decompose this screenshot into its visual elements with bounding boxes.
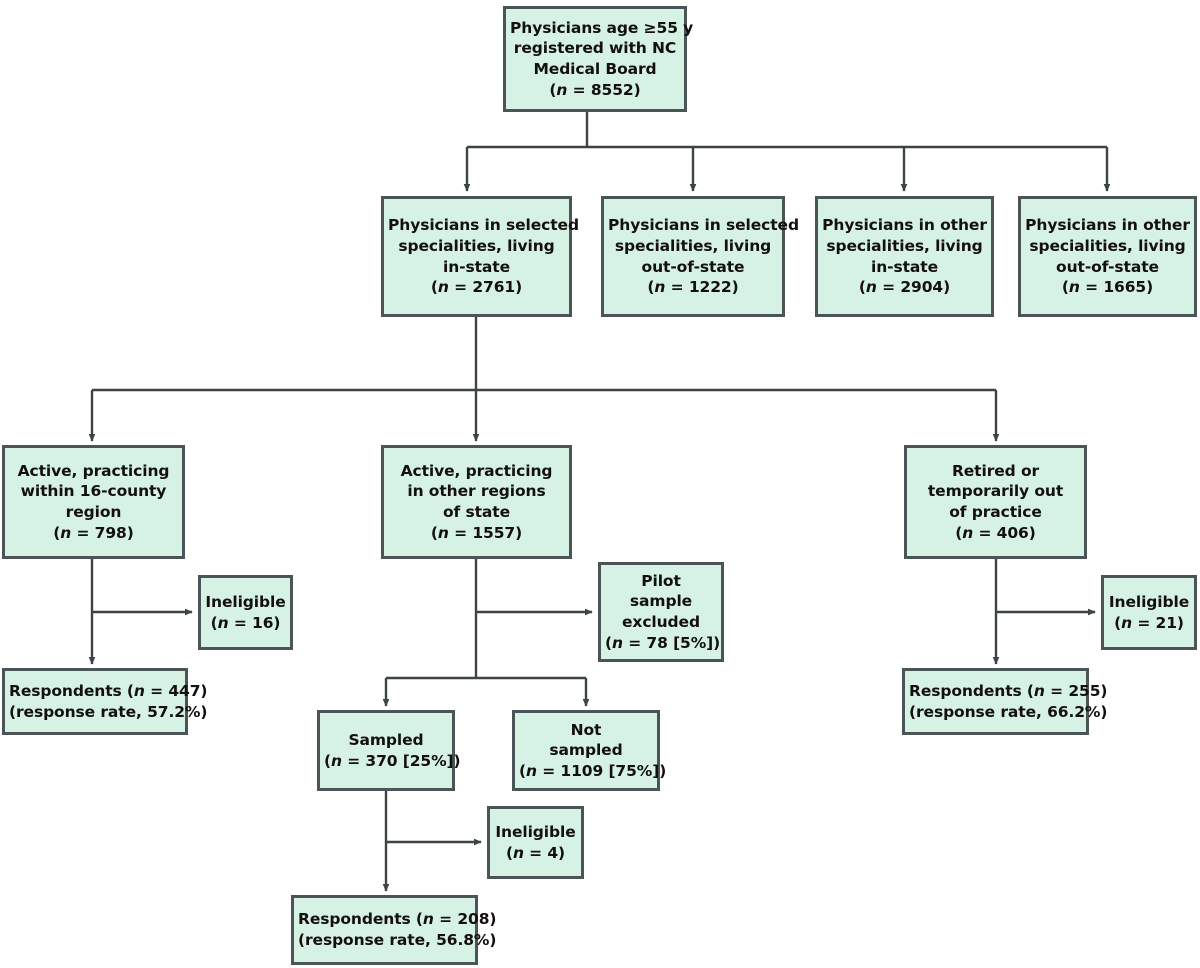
node-line: Ineligible [1108, 592, 1190, 611]
node-active-other-regions-of-state[interactable]: Active, practicing in other regions of s… [381, 445, 572, 559]
node-line: of state [442, 503, 510, 521]
node-line: registered with NC [513, 39, 677, 58]
node-physicians-registered[interactable]: Physicians age ≥55 y registered with NC … [503, 6, 694, 112]
node-line: Sampled [348, 730, 424, 749]
node-line: Pilot [641, 571, 681, 590]
node-selected-specialties-out-of-state[interactable]: Physicians in selected specialities, liv… [601, 196, 799, 317]
node-response-rate: (response rate, 57.2%) [9, 702, 208, 721]
node-line: specialities, living [1029, 236, 1186, 255]
node-line: Retired or [951, 461, 1040, 480]
node-line: temporarily out [927, 482, 1064, 501]
node-retired-or-temporarily-out-of-practice[interactable]: Retired or temporarily out of practice (… [904, 445, 1087, 559]
node-count: (n = 1665) [1061, 278, 1154, 297]
node-count: (n = 370 [25%]) [324, 751, 461, 770]
node-line: specialities, living [826, 236, 983, 255]
node-line: Ineligible [495, 822, 576, 841]
node-sampled[interactable]: Sampled (n = 370 [25%]) [317, 710, 461, 791]
node-ineligible-sampled[interactable]: Ineligible (n = 4) [487, 806, 584, 879]
node-count: (n = 2904) [858, 278, 951, 297]
node-count: (n = 1222) [647, 278, 739, 297]
node-line: Physicians in other [822, 216, 987, 235]
node-count: (n = 2761) [430, 278, 523, 297]
node-respondents-retired[interactable]: Respondents (n = 255) (response rate, 66… [902, 668, 1108, 735]
node-line: Physicians age ≥55 y [510, 18, 694, 37]
node-response-rate: (response rate, 66.2%) [909, 702, 1108, 721]
node-line: Physicians in other [1025, 216, 1190, 235]
node-line: in-state [871, 257, 938, 276]
node-line: Active, practicing [17, 461, 170, 480]
node-not-sampled[interactable]: Not sampled (n = 1109 [75%]) [512, 710, 667, 791]
node-line: Ineligible [205, 592, 286, 611]
node-other-specialties-in-state[interactable]: Physicians in other specialities, living… [815, 196, 994, 317]
node-count: (n = 1109 [75%]) [519, 761, 667, 780]
node-line: Not [570, 720, 602, 739]
node-respondents-sampled[interactable]: Respondents (n = 208) (response rate, 56… [291, 895, 497, 965]
node-active-within-16-county-region[interactable]: Active, practicing within 16-county regi… [2, 445, 185, 559]
node-ineligible-retired[interactable]: Ineligible (n = 21) [1101, 575, 1197, 650]
node-line: sampled [549, 741, 623, 760]
node-line: out-of-state [641, 257, 745, 276]
node-line: in-state [443, 257, 510, 276]
node-other-specialties-out-of-state[interactable]: Physicians in other specialities, living… [1018, 196, 1197, 317]
node-respondents-16-county[interactable]: Respondents (n = 447) (response rate, 57… [2, 668, 208, 735]
node-pilot-sample-excluded[interactable]: Pilot sample excluded (n = 78 [5%]) [598, 562, 724, 662]
node-count: (n = 1557) [430, 523, 523, 542]
node-line: sample [629, 592, 693, 611]
node-count: Respondents (n = 447) [9, 681, 208, 700]
node-line: Physicians in selected [608, 216, 799, 235]
node-line: out-of-state [1056, 257, 1159, 276]
node-count: (n = 798) [53, 523, 134, 542]
node-line: Active, practicing [400, 461, 553, 480]
node-line: Medical Board [533, 60, 657, 78]
node-line: of practice [949, 503, 1042, 521]
node-response-rate: (response rate, 56.8%) [298, 931, 497, 949]
node-line: in other regions [407, 482, 546, 501]
node-line: region [65, 503, 122, 521]
node-line: specialities, living [398, 236, 555, 255]
node-count: (n = 4) [505, 843, 566, 862]
node-count: (n = 8552) [549, 80, 641, 99]
node-count: (n = 16) [210, 613, 281, 632]
node-line: Physicians in selected [388, 216, 579, 235]
node-count: (n = 78 [5%]) [605, 633, 721, 652]
node-count: Respondents (n = 255) [909, 681, 1108, 700]
node-count: Respondents (n = 208) [298, 910, 497, 929]
node-count: (n = 406) [955, 523, 1036, 542]
node-ineligible-16-county[interactable]: Ineligible (n = 16) [198, 575, 293, 650]
node-line: within 16-county [20, 482, 167, 501]
node-selected-specialties-in-state[interactable]: Physicians in selected specialities, liv… [381, 196, 579, 317]
node-line: excluded [622, 613, 700, 631]
node-line: specialities, living [614, 236, 772, 255]
node-count: (n = 21) [1114, 613, 1184, 632]
